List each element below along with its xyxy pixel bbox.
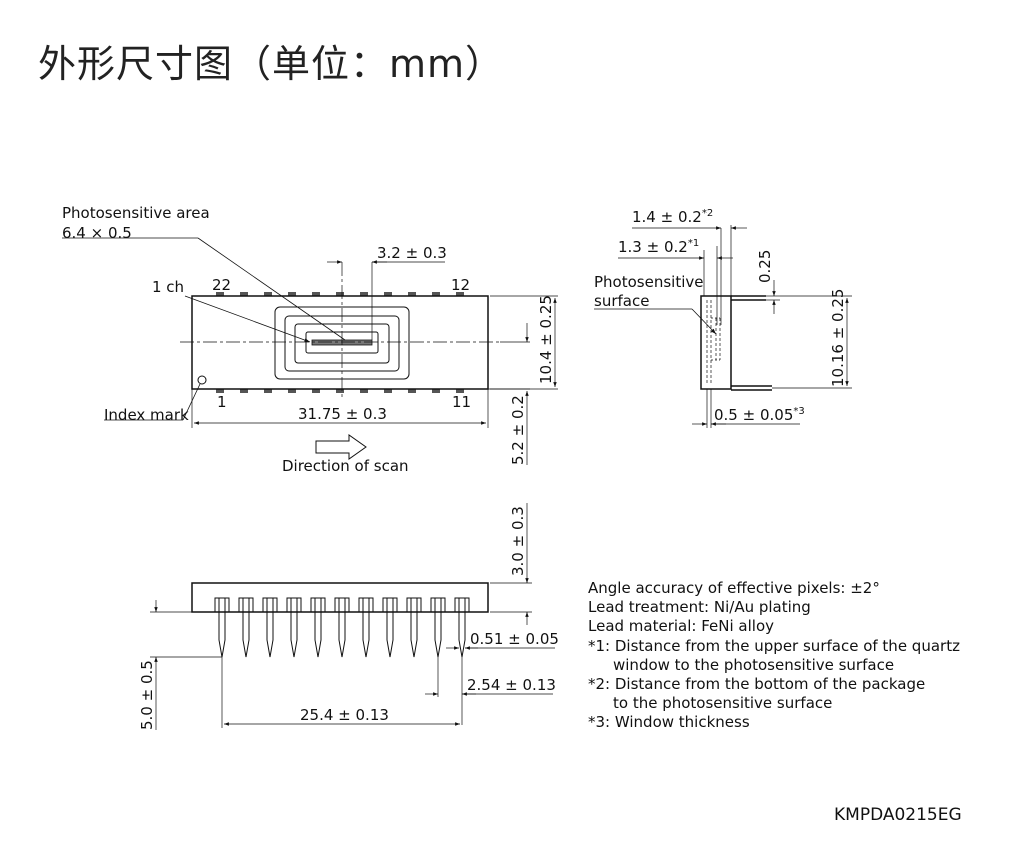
notes: Angle accuracy of effective pixels: ±2° … [588, 579, 960, 733]
top-view-upper-pins [216, 292, 464, 296]
dim-width-label: 10.4 ± 0.25 [537, 295, 555, 384]
scan-direction-label: Direction of scan [282, 457, 409, 475]
note-2: *2: Distance from the bottom of the pack… [588, 675, 926, 694]
index-mark-label: Index mark [104, 406, 189, 424]
document-code: KMPDA0215EG [834, 805, 962, 825]
pin-11-label: 11 [452, 393, 471, 411]
photosensitive-area-label: Photosensitive area [62, 204, 210, 222]
photosensitive-surface-label-line2: surface [594, 292, 649, 310]
top-view-lower-pins [216, 389, 464, 393]
front-view-labels: 3.0 ± 0.3 0.51 ± 0.05 2.54 ± 0.13 5.0 ± … [138, 506, 559, 730]
note-2-cont: to the photosensitive surface [613, 694, 833, 713]
note-angle-accuracy: Angle accuracy of effective pixels: ±2° [588, 579, 880, 597]
dim-b-label: 1.3 ± 0.2*1 [618, 238, 699, 256]
package-body-front [191, 582, 489, 613]
pin-22-label: 22 [212, 276, 231, 294]
index-mark [197, 375, 207, 385]
dim-offset-label: 3.2 ± 0.3 [377, 244, 447, 262]
note-lead-treatment: Lead treatment: Ni/Au plating [588, 598, 811, 617]
dim-lead-thickness-label: 0.25 [756, 250, 774, 283]
dim-lead-width-label: 0.51 ± 0.05 [470, 630, 559, 648]
side-view [594, 225, 852, 428]
dim-span-label: 25.4 ± 0.13 [300, 706, 389, 724]
side-view-labels: 1.4 ± 0.2*2 1.3 ± 0.2*1 Photosensitive s… [594, 208, 847, 424]
package-body-side [700, 295, 732, 390]
dim-lead-span-label: 10.16 ± 0.25 [829, 289, 847, 387]
dim-pitch-label: 2.54 ± 0.13 [467, 676, 556, 694]
front-view-leads [214, 597, 470, 658]
pin-12-label: 12 [451, 276, 470, 294]
package-body-top [191, 295, 489, 390]
note-3: *3: Window thickness [588, 713, 750, 732]
dim-height-label: 3.0 ± 0.3 [509, 506, 527, 576]
dim-half-width-label: 5.2 ± 0.2 [509, 395, 527, 465]
top-view [62, 237, 558, 465]
pin-1-label: 1 [217, 393, 227, 411]
note-1: *1: Distance from the upper surface of t… [588, 636, 960, 655]
dim-lead-length-label: 5.0 ± 0.5 [138, 660, 156, 730]
page-title: 外形尺寸图（单位：mm） [38, 42, 505, 86]
photosensitive-surface-label-line1: Photosensitive [594, 273, 703, 291]
scan-direction-arrow [315, 434, 367, 460]
photosensitive-area-size: 6.4 × 0.5 [62, 224, 132, 242]
note-1-cont: window to the photosensitive surface [613, 655, 895, 674]
front-view [150, 503, 555, 730]
ch1-label: 1 ch [152, 278, 184, 296]
dim-a-label: 1.4 ± 0.2*2 [632, 208, 713, 226]
dim-length-label: 31.75 ± 0.3 [298, 405, 387, 423]
top-view-labels: Photosensitive area 6.4 × 0.5 1 ch 22 12… [62, 204, 555, 475]
dim-window-label: 0.5 ± 0.05*3 [714, 406, 805, 424]
note-lead-material: Lead material: FeNi alloy [588, 617, 775, 636]
